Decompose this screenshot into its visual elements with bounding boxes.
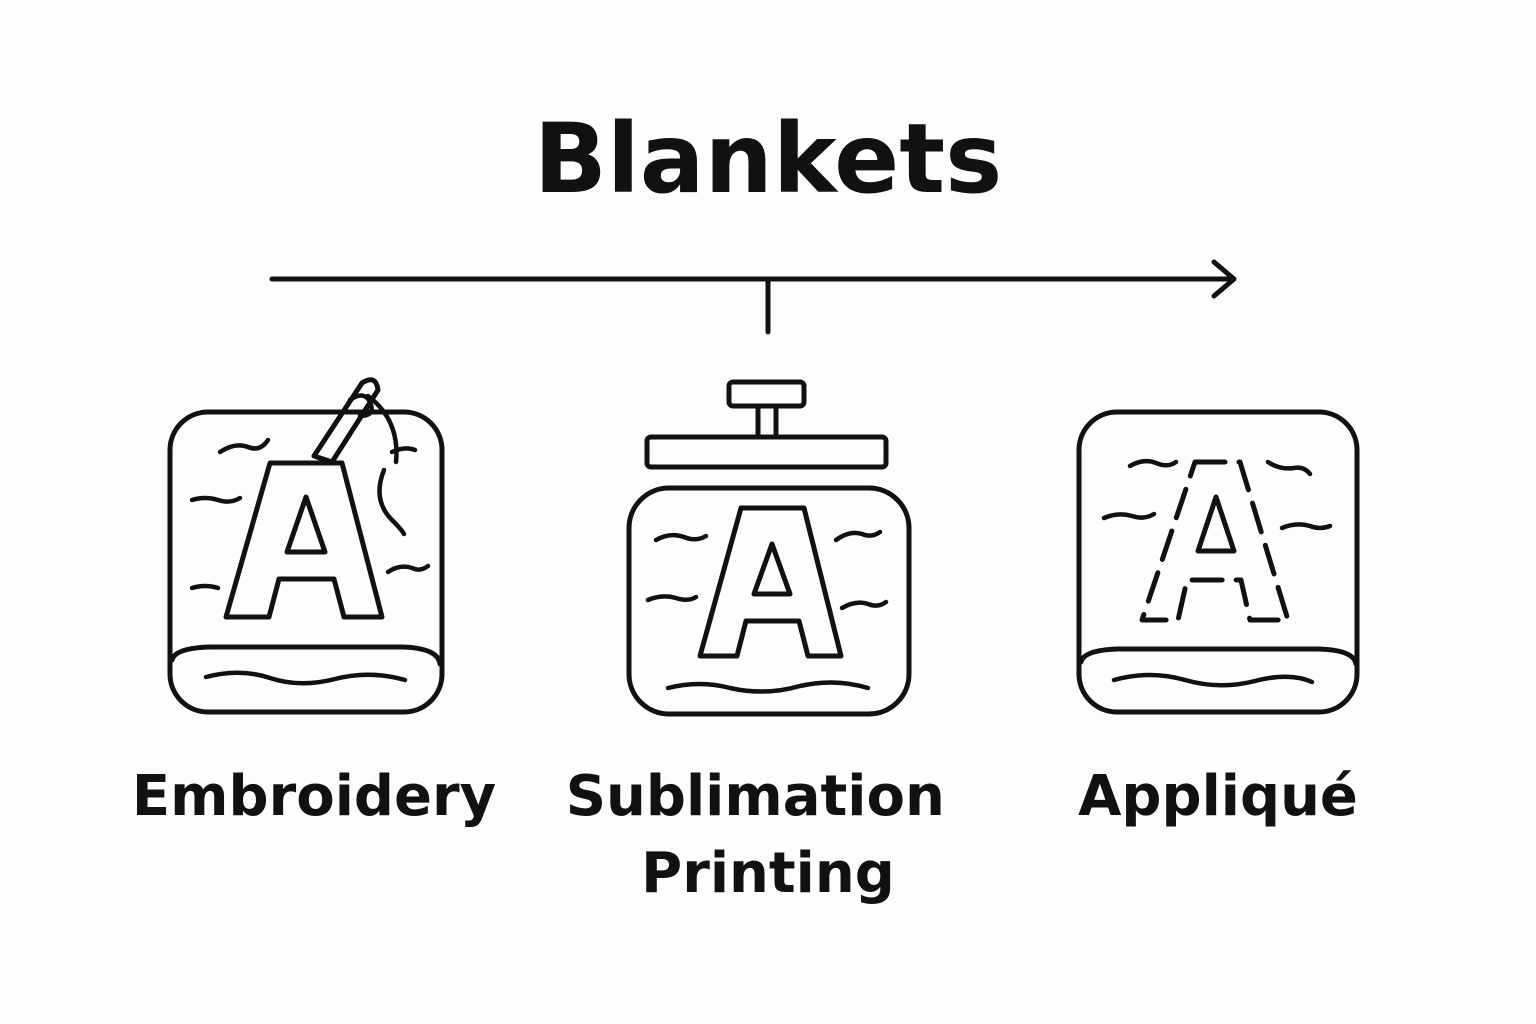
method-embroidery: Embroidery (132, 377, 496, 829)
method-sublimation-printing: Sublimation Printing (566, 379, 965, 906)
flow-arrow (269, 259, 1237, 335)
method-label: Sublimation Printing (566, 764, 965, 906)
applique-blanket-icon (1076, 409, 1360, 715)
method-label: Embroidery (132, 764, 496, 829)
method-label-line: Embroidery (132, 764, 496, 829)
embroidered-blanket-icon (167, 377, 445, 715)
method-applique: Appliqué (1076, 409, 1360, 829)
heat-press-blanket-icon (626, 379, 912, 717)
diagram-title: Blankets (534, 103, 1003, 215)
method-label-line: Appliqué (1078, 764, 1358, 829)
method-label: Appliqué (1078, 764, 1358, 829)
method-label-line: Printing (641, 841, 895, 906)
method-label-line: Sublimation (566, 764, 945, 829)
